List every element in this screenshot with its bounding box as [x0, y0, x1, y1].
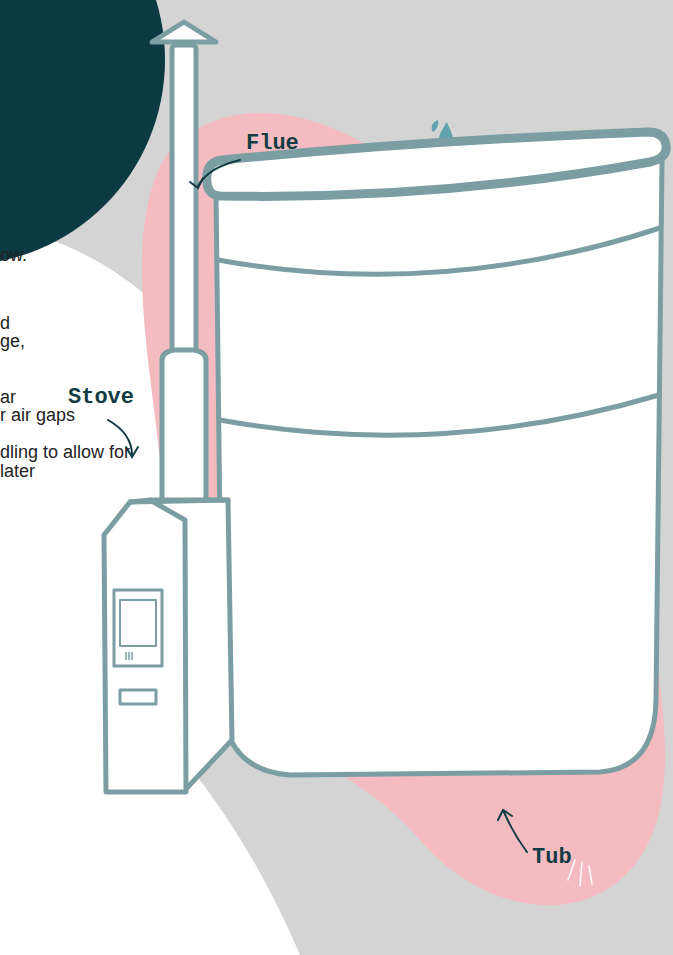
- dark-circle: [0, 0, 165, 265]
- water-drop: [432, 120, 439, 132]
- leader-line: [198, 160, 240, 186]
- note-fragment: dling to allow for: [0, 443, 130, 463]
- note-fragment: later: [0, 462, 35, 482]
- tub-rim: [207, 132, 666, 196]
- note-fragment: r air gaps: [0, 406, 75, 426]
- stove-roof: [130, 500, 228, 502]
- leader-arrowhead: [190, 178, 203, 188]
- stove-door: [114, 590, 162, 666]
- note-fragment: ar: [0, 388, 16, 408]
- leader-arrowhead: [498, 810, 512, 820]
- tub-band: [218, 228, 660, 274]
- part-name: Flue: [246, 132, 299, 156]
- tub-body: [216, 160, 662, 775]
- pink-blob: [142, 113, 665, 905]
- flue-pipe: [172, 45, 196, 365]
- part-name: Stove: [68, 386, 134, 410]
- stove-front: [104, 500, 186, 792]
- note-fragment: ge,: [0, 332, 25, 352]
- flue-cap: [152, 22, 216, 42]
- stove-window: [120, 600, 156, 646]
- note-fragment: d: [0, 314, 10, 334]
- tub-band: [220, 395, 659, 435]
- leader-line: [504, 812, 527, 852]
- ash-drawer: [120, 690, 156, 704]
- door-vent: [126, 652, 132, 660]
- part-name: Tub: [532, 846, 572, 870]
- note-fragment: ow.: [0, 246, 27, 266]
